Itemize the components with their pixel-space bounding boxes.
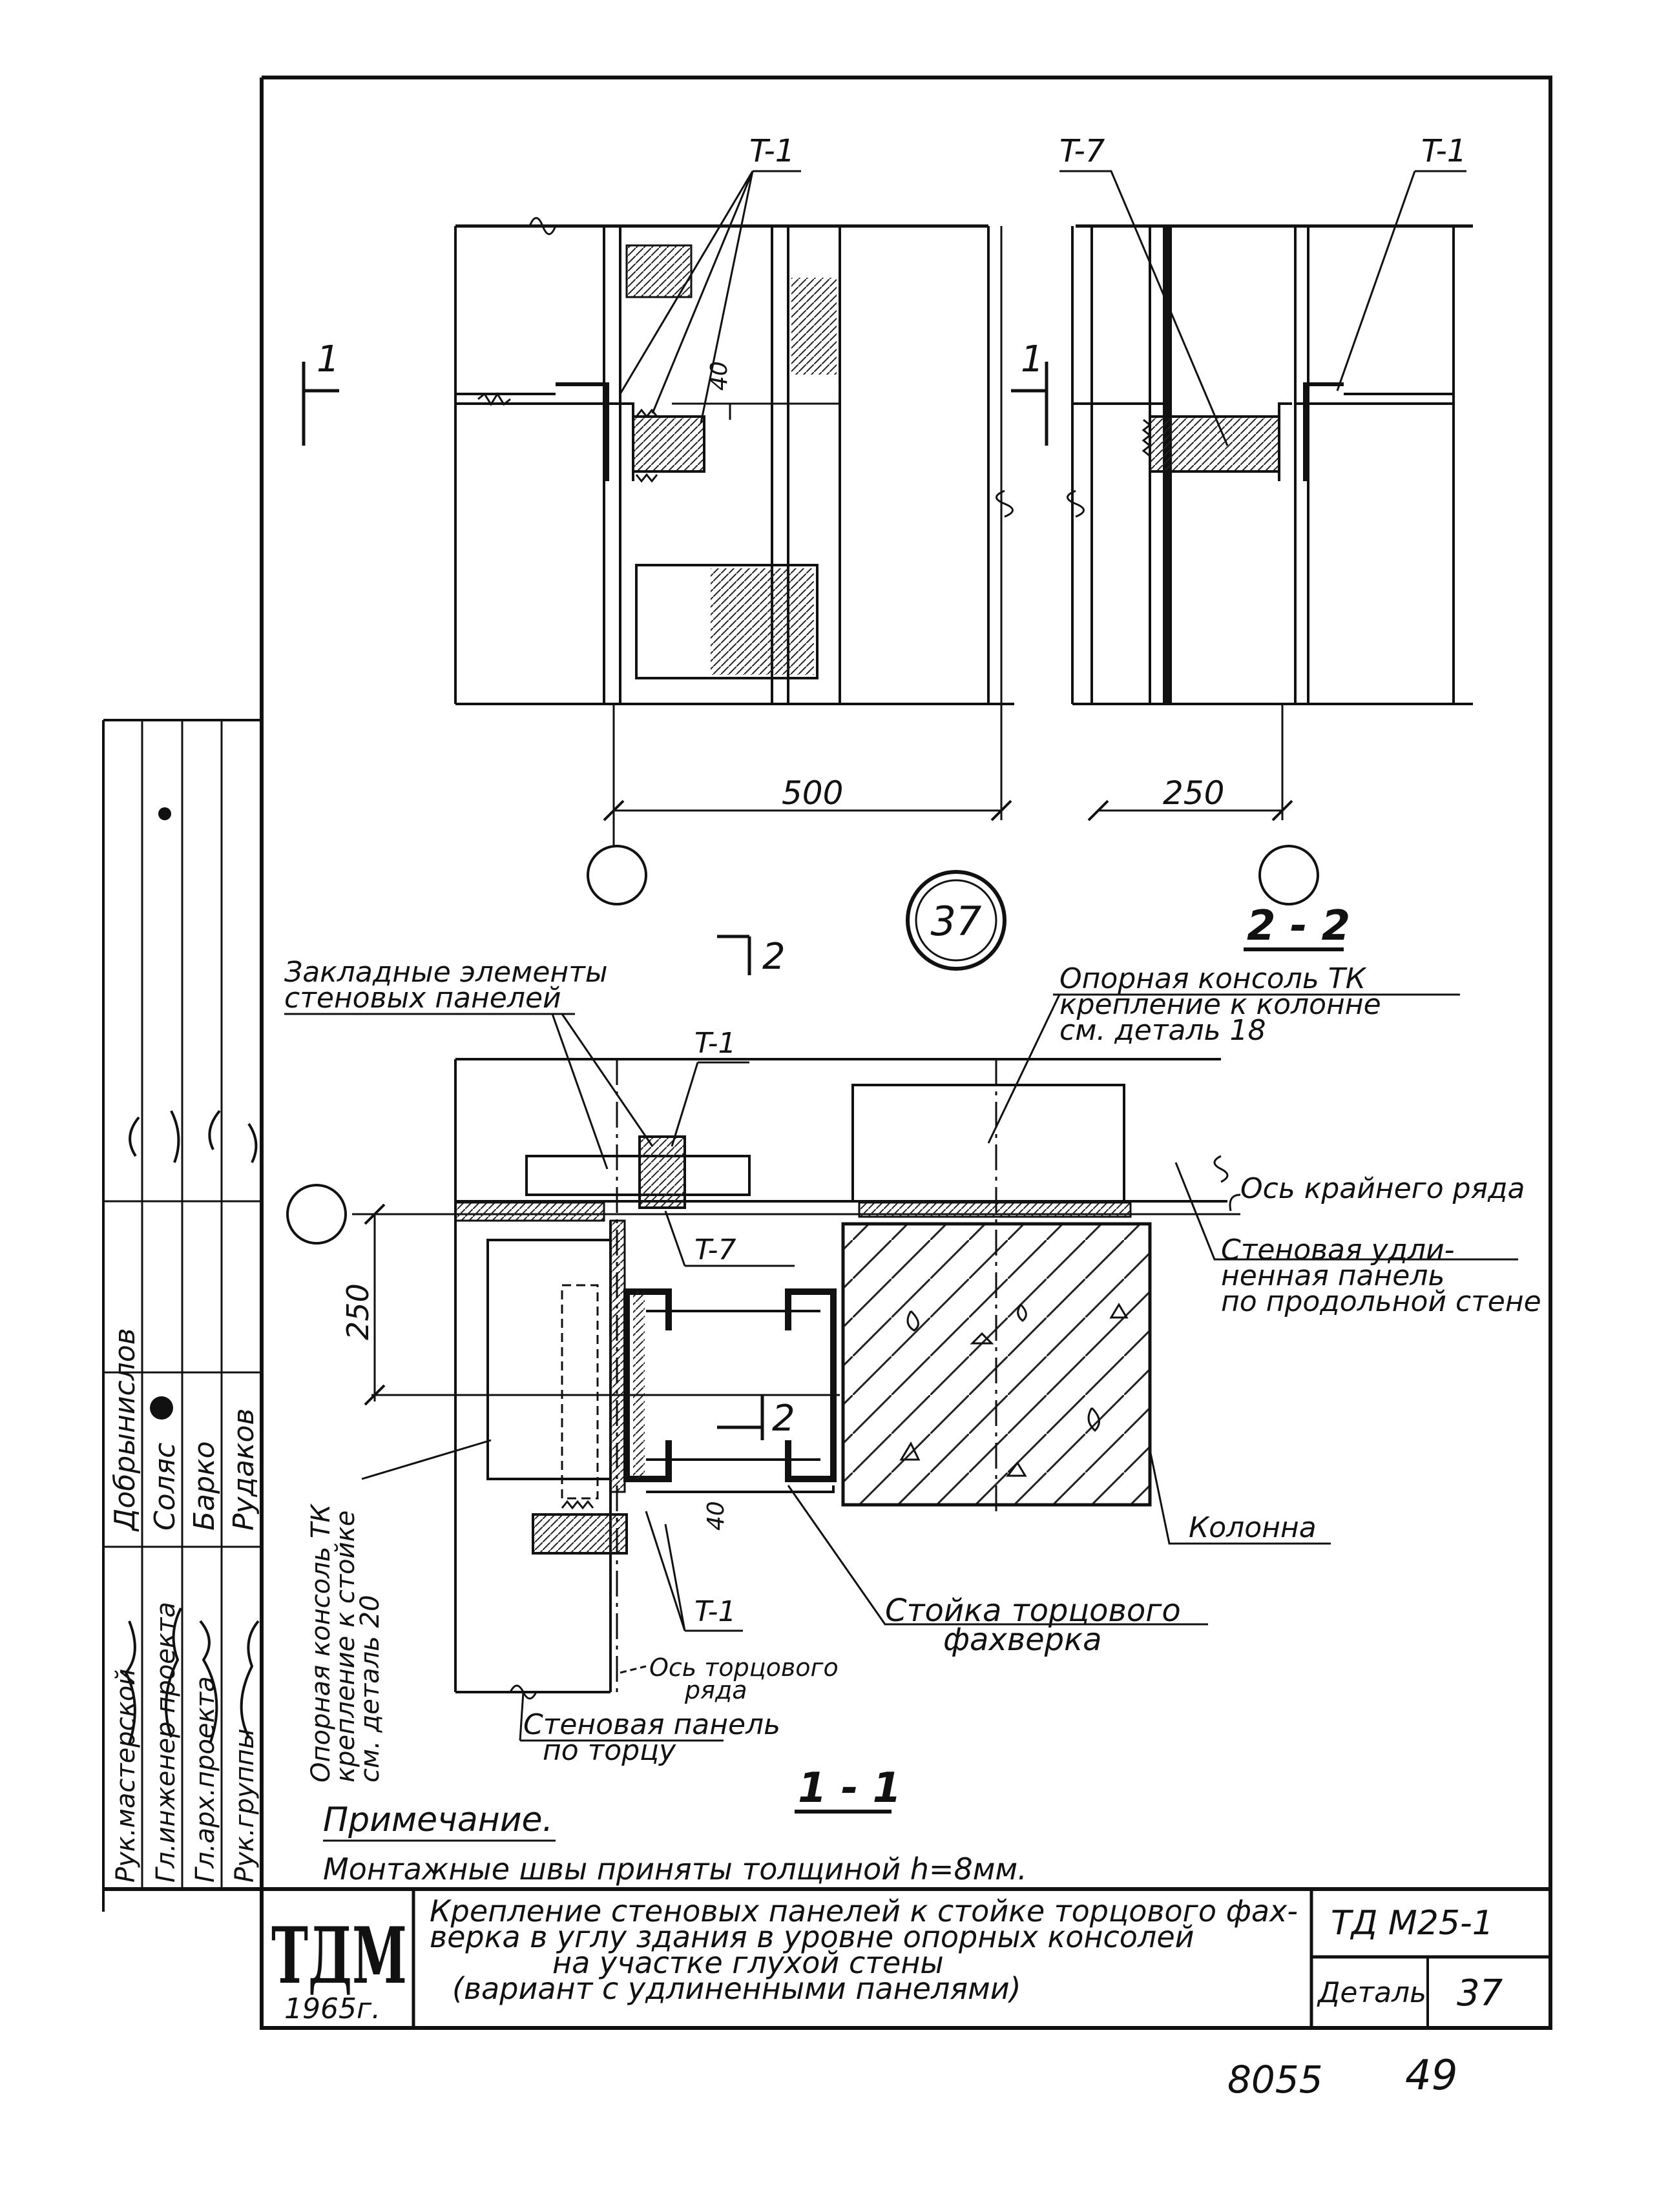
dim-500: 500	[782, 774, 843, 812]
page-number: 49	[1405, 2052, 1457, 2100]
section-title-1-1: 1 - 1	[798, 1764, 901, 1812]
callout-console-end-2: крепление к стойке	[331, 1511, 360, 1783]
label-t1-plan-lower: T-1	[694, 1595, 736, 1628]
section-title-2-2: 2 - 2	[1247, 902, 1350, 950]
callout-panel-end-1: Стеновая панель	[523, 1708, 780, 1741]
section-mark-1-left: 1	[317, 338, 340, 380]
title-code: ТД М25-1	[1331, 1904, 1494, 1943]
note-heading: Примечание.	[323, 1801, 553, 1839]
label-t1-plan: T-1	[694, 1027, 736, 1060]
section-mark-2-top: 2	[762, 936, 786, 978]
section-mark-1-right: 1	[1021, 338, 1044, 380]
callout-axis-end-2: ряда	[684, 1676, 747, 1704]
detail-number: 37	[931, 898, 982, 945]
stamp-name-4: Рудаков	[227, 1409, 260, 1531]
title-year: 1965г.	[284, 1992, 381, 2025]
callout-axis-end-1: Ось торцового	[649, 1653, 839, 1682]
callout-post-1: Стойка торцового	[885, 1593, 1181, 1629]
callout-console-1: Опорная консоль ТК	[1059, 962, 1367, 995]
callout-embedded-1: Закладные элементы	[284, 956, 608, 989]
label-t1-left: T-1	[749, 133, 795, 169]
stamp-name-1: Добрынислов	[109, 1328, 141, 1532]
tdm-logo: ТДМ	[271, 1910, 407, 2001]
stamp-ink-blot-2	[158, 807, 171, 820]
callout-column: Колонна	[1189, 1511, 1317, 1544]
title-line-4: (вариант с удлиненными панелями)	[452, 1971, 1021, 2006]
stamp-role-2: Гл.инженер проекта	[151, 1602, 181, 1883]
stamp-signatures	[124, 1607, 260, 1744]
stamp-role-4: Рук.группы	[230, 1728, 260, 1883]
axis-bubble-left	[587, 845, 647, 905]
section-mark-2-mid: 2	[772, 1398, 795, 1440]
callout-embedded-2: стеновых панелей	[284, 982, 561, 1015]
note-text: Монтажные швы приняты толщиной h=8мм.	[323, 1852, 1027, 1886]
label-t7-upper: T-7	[1059, 133, 1105, 169]
title-line-2: верка в углу здания в уровне опорных кон…	[430, 1919, 1194, 1954]
elevation-right: 250 1 T-7 T-1 2 - 2	[1011, 133, 1473, 951]
detail-number-badge: 37	[906, 870, 1006, 971]
title-detail-value: 37	[1457, 1972, 1503, 2014]
callout-post-2: фахверка	[943, 1622, 1102, 1658]
side-stamp: Рук.мастерской Гл.инженер проекта Гл.арх…	[109, 807, 260, 1883]
callout-panel-long-2: ненная панель	[1221, 1259, 1444, 1292]
stamp-name-2: Соляс	[149, 1443, 182, 1531]
title-line-1: Крепление стеновых панелей к стойке торц…	[430, 1894, 1298, 1928]
callout-panel-long-1: Стеновая удли-	[1221, 1234, 1455, 1266]
callout-panel-end-2: по торцу	[543, 1734, 676, 1767]
stamp-name-3: Барко	[188, 1441, 221, 1531]
elevation-left: 500 40 1 T-1	[302, 133, 1014, 905]
callout-axis-outer: Ось крайнего ряда	[1240, 1172, 1525, 1205]
callout-console-3: см. деталь 18	[1059, 1014, 1266, 1047]
axis-bubble-right	[1258, 845, 1319, 905]
dim-250-upper: 250	[1163, 774, 1224, 812]
title-line-3: на участке глухой стены	[552, 1945, 944, 1980]
callout-console-end-1: Опорная консоль ТК	[306, 1504, 336, 1783]
stamp-signatures-upper	[129, 1110, 258, 1163]
title-detail-label: Деталь	[1317, 1976, 1426, 2009]
stamp-ink-blot	[150, 1396, 173, 1420]
plan-section-1-1: 250 40 2 2 Закладные элементы стеновых п…	[284, 935, 1541, 1814]
title-block: ТДМ 1965г. Крепление стеновых панелей к …	[260, 1889, 1552, 2030]
sheet-code: 8055	[1227, 2058, 1323, 2102]
dim-250-plan: 250	[340, 1283, 375, 1340]
stamp-role-1: Рук.мастерской	[111, 1669, 141, 1883]
sheet-frame	[102, 76, 1552, 1912]
note-block: Примечание. Монтажные швы приняты толщин…	[323, 1801, 1027, 1886]
dim-40-plan: 40	[703, 1501, 729, 1531]
label-t7-plan: T-7	[694, 1234, 736, 1266]
axis-bubble-plan	[286, 1184, 347, 1245]
callout-panel-long-3: по продольной стене	[1221, 1285, 1541, 1318]
label-t1-right: T-1	[1421, 133, 1466, 169]
footer-notes: 8055 49	[1227, 2052, 1457, 2102]
callout-console-end-3: см. деталь 20	[355, 1595, 385, 1783]
